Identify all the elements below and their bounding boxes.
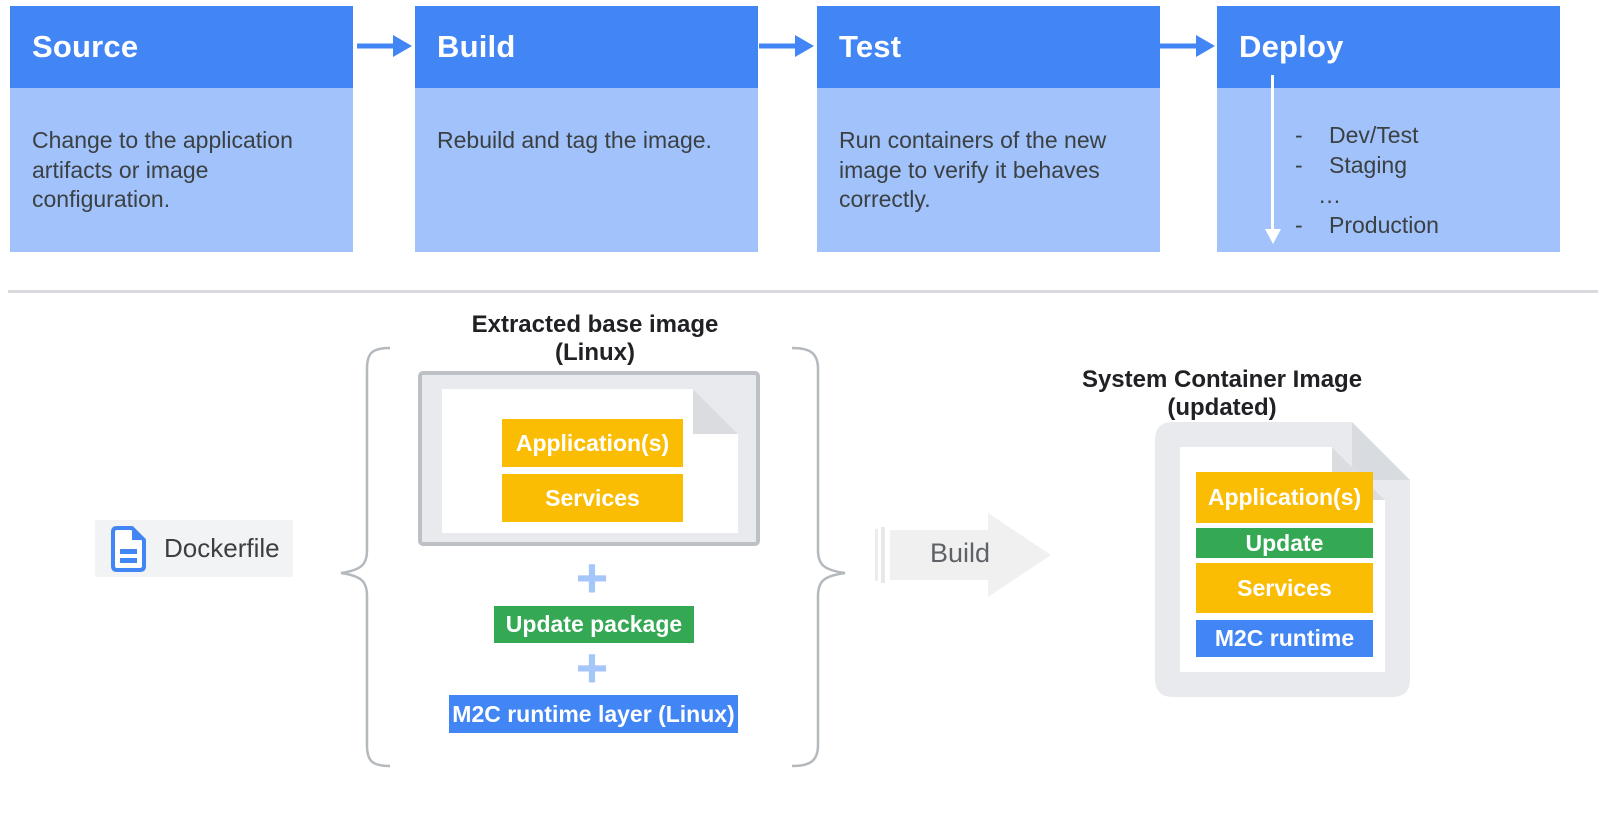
stage-test: Test Run containers of the new image to … — [817, 6, 1160, 252]
env-bullet: - — [1295, 152, 1303, 178]
result-layer-m2c-runtime: M2C runtime — [1196, 620, 1373, 657]
stage-test-body: Run containers of the new image to verif… — [817, 88, 1160, 252]
stage-description: Run containers of the new image to verif… — [839, 127, 1107, 212]
stage-description: Rebuild and tag the image. — [437, 127, 712, 153]
env-label: Production — [1329, 212, 1439, 238]
stage-deploy-header: Deploy — [1217, 6, 1560, 88]
stage-build-body: Rebuild and tag the image. — [415, 88, 758, 252]
stage-build: Build Rebuild and tag the image. — [415, 6, 758, 252]
base-layer-applications: Application(s) — [502, 419, 683, 467]
stage-source: Source Change to the application artifac… — [10, 6, 353, 252]
stage-title: Test — [839, 29, 902, 64]
stage-title: Build — [437, 29, 516, 64]
env-row-production: -Production — [1295, 210, 1439, 240]
deploy-arrow-line — [1271, 75, 1274, 229]
deploy-down-arrow-icon — [1264, 75, 1281, 244]
plus-icon: + — [575, 546, 609, 609]
system-container-image-title: System Container Image (updated) — [1081, 366, 1363, 421]
build-arrow-label: Build — [929, 538, 991, 568]
stage-deploy: Deploy -Dev/Test -Staging ... -Productio… — [1217, 6, 1560, 252]
env-bullet: - — [1295, 212, 1303, 238]
deploy-environment-list: -Dev/Test -Staging ... -Production — [1295, 120, 1439, 240]
pipeline-arrow-icon — [1160, 35, 1215, 57]
env-bullet: - — [1295, 122, 1303, 148]
stage-build-header: Build — [415, 6, 758, 88]
stage-test-header: Test — [817, 6, 1160, 88]
stage-description: Change to the application artifacts or i… — [32, 127, 293, 212]
stage-source-header: Source — [10, 6, 353, 88]
plus-icon: + — [575, 636, 609, 699]
env-label: Staging — [1329, 152, 1408, 178]
dockerfile-icon — [111, 525, 146, 572]
pipeline-arrow-icon — [759, 35, 814, 57]
base-layer-services: Services — [502, 474, 683, 522]
section-divider — [8, 290, 1598, 293]
env-label: ... — [1319, 182, 1342, 208]
env-row-ellipsis: ... — [1295, 180, 1439, 210]
pipeline-arrow-icon — [357, 35, 412, 57]
dockerfile-label: Dockerfile — [164, 533, 280, 563]
env-label: Dev/Test — [1329, 122, 1419, 148]
result-layer-services: Services — [1196, 563, 1373, 613]
result-layer-applications: Application(s) — [1196, 472, 1373, 523]
deploy-arrow-head — [1264, 229, 1281, 244]
update-package-box: Update package — [494, 606, 694, 643]
stage-source-body: Change to the application artifacts or i… — [10, 88, 353, 252]
right-brace-icon — [791, 346, 846, 768]
result-layer-update: Update — [1196, 528, 1373, 558]
dockerfile-chip: Dockerfile — [95, 520, 293, 577]
stage-title: Source — [32, 29, 139, 64]
stage-title: Deploy — [1239, 29, 1344, 64]
env-row-staging: -Staging — [1295, 150, 1439, 180]
stage-deploy-body — [1217, 88, 1560, 252]
env-row-dev-test: -Dev/Test — [1295, 120, 1439, 150]
m2c-runtime-layer-box: M2C runtime layer (Linux) — [449, 695, 738, 733]
left-brace-icon — [340, 346, 391, 768]
extracted-base-image-title: Extracted base image (Linux) — [471, 311, 719, 366]
